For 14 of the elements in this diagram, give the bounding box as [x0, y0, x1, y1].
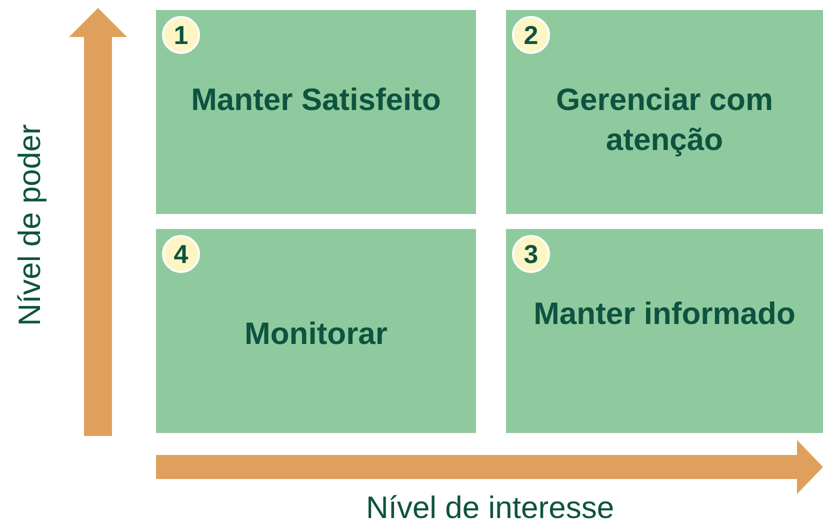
quadrant-title: Monitorar — [244, 315, 388, 353]
step-number: 1 — [162, 16, 200, 54]
step-number: 3 — [512, 235, 550, 273]
axis-label: Nível de interesse — [366, 490, 614, 525]
quadrant-title: Manter Satisfeito — [190, 81, 442, 119]
quadrant-title: Manter informado — [532, 295, 796, 333]
quadrant-title: Gerenciar com atenção — [554, 81, 774, 159]
step-number: 4 — [162, 235, 200, 273]
quadrant-box — [156, 10, 476, 214]
quadrant-box — [506, 10, 823, 214]
axis-label: Nível de poder — [12, 124, 48, 326]
step-number: 2 — [512, 16, 550, 54]
quadrant-box — [156, 229, 476, 433]
quadrant-box — [506, 229, 823, 433]
